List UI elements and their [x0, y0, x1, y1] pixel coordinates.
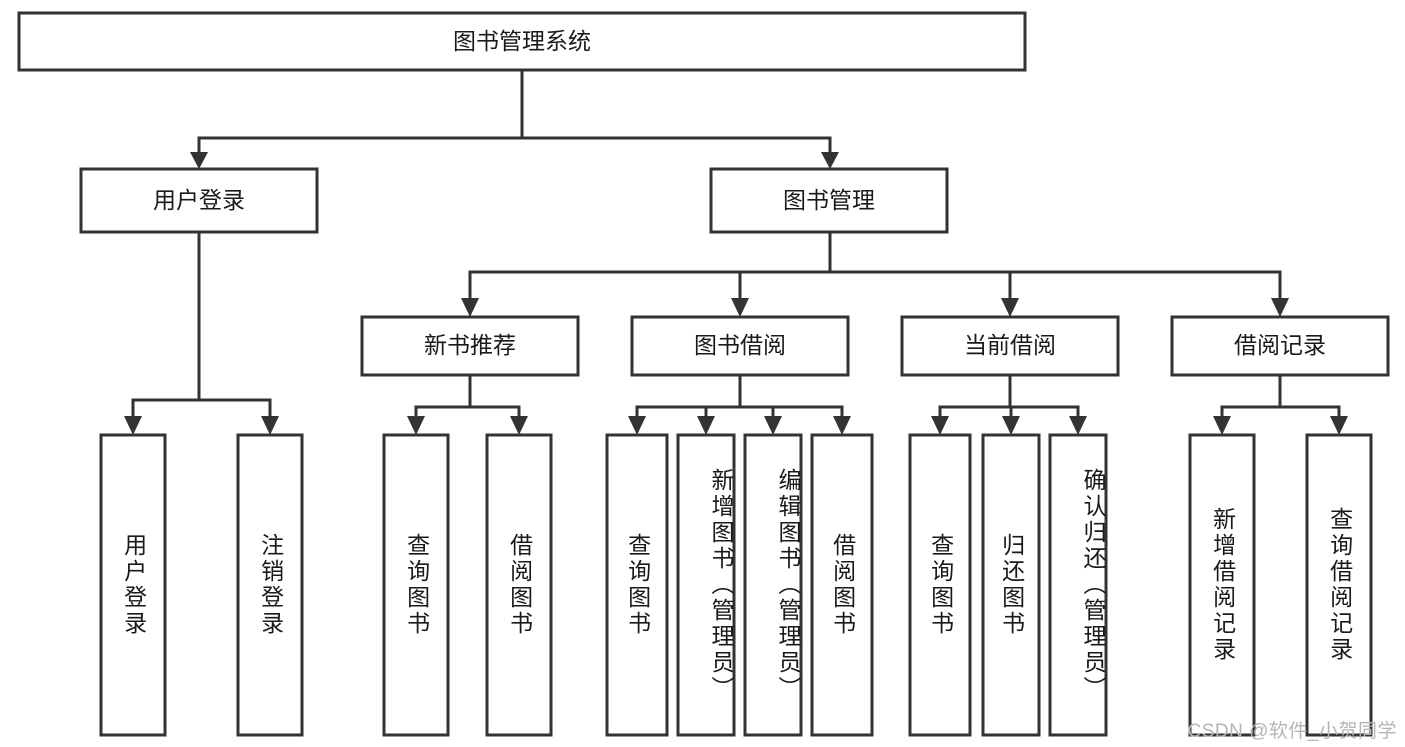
csdn-watermark: CSDN @软件_小贺同学	[1187, 721, 1397, 742]
arrow-head-book-management	[821, 152, 839, 169]
arrow-head-leaf-query-borrow-record	[1330, 416, 1348, 435]
node-borrow-record-box[interactable]	[1170, 315, 1390, 377]
node-book-management-box[interactable]	[709, 167, 949, 234]
node-book-borrow[interactable]: 图书借阅	[630, 315, 850, 377]
node-leaf-query-book-3-box[interactable]	[908, 433, 972, 737]
node-leaf-borrow-book-2-box[interactable]	[810, 433, 874, 737]
node-root-box[interactable]	[17, 11, 1027, 72]
node-leaf-query-book-2-box[interactable]	[605, 433, 669, 737]
node-layer: 图书管理系统 用户登录 图书管理 新书推荐 图书借阅 当前	[17, 11, 1390, 737]
node-book-management[interactable]: 图书管理	[709, 167, 949, 234]
node-leaf-borrow-book-1-box[interactable]	[485, 433, 553, 737]
arrow-head-book-borrow	[731, 298, 749, 317]
node-book-borrow-box[interactable]	[630, 315, 850, 377]
arrow-head-leaf-user-login	[124, 416, 142, 435]
node-root-label: 图书管理系统	[453, 28, 591, 54]
node-new-book-recommend-box[interactable]	[360, 315, 580, 377]
arrow-head-leaf-query-book-1	[407, 416, 425, 435]
arrow-head-borrow-record	[1271, 298, 1289, 317]
node-user-login-box[interactable]	[79, 167, 319, 234]
node-root[interactable]: 图书管理系统	[17, 11, 1027, 72]
arrow-head-leaf-edit-book-admin	[764, 416, 782, 435]
arrow-head-leaf-return-book	[1002, 416, 1020, 435]
node-leaf-return-book-box[interactable]	[981, 433, 1041, 737]
node-borrow-record[interactable]: 借阅记录	[1170, 315, 1390, 377]
node-new-book-recommend[interactable]: 新书推荐	[360, 315, 580, 377]
node-current-borrow-label: 当前借阅	[964, 332, 1056, 358]
node-borrow-record-label: 借阅记录	[1234, 332, 1326, 358]
node-leaf-user-login-box[interactable]	[99, 433, 167, 737]
node-new-book-recommend-label: 新书推荐	[424, 332, 516, 358]
node-leaf-confirm-return-admin-box[interactable]	[1048, 433, 1108, 737]
node-leaf-add-borrow-record-box[interactable]	[1188, 433, 1256, 737]
arrow-head-leaf-confirm-return-admin	[1069, 416, 1087, 435]
arrow-head-current-borrow	[1001, 298, 1019, 317]
connector-layer	[124, 68, 1348, 435]
node-leaf-query-borrow-record-box[interactable]	[1305, 433, 1373, 737]
node-user-login-label: 用户登录	[153, 187, 245, 213]
arrow-head-new-book-recommend	[461, 298, 479, 317]
arrow-head-leaf-logout-login	[261, 416, 279, 435]
arrow-head-leaf-borrow-book-2	[833, 416, 851, 435]
node-leaf-logout-login-box[interactable]	[236, 433, 304, 737]
arrow-head-leaf-add-borrow-record	[1213, 416, 1231, 435]
node-leaf-add-book-admin-box[interactable]	[676, 433, 736, 737]
arrow-head-leaf-borrow-book-1	[510, 416, 528, 435]
arrow-head-leaf-query-book-3	[931, 416, 949, 435]
arrow-head-user-login	[190, 152, 208, 169]
node-current-borrow[interactable]: 当前借阅	[900, 315, 1120, 377]
node-book-management-label: 图书管理	[783, 187, 875, 213]
node-current-borrow-box[interactable]	[900, 315, 1120, 377]
arrow-head-leaf-query-book-2	[628, 416, 646, 435]
node-leaf-edit-book-admin-box[interactable]	[743, 433, 803, 737]
node-user-login[interactable]: 用户登录	[79, 167, 319, 234]
node-leaf-query-book-1-box[interactable]	[382, 433, 450, 737]
node-book-borrow-label: 图书借阅	[694, 332, 786, 358]
arrow-head-leaf-add-book-admin	[697, 416, 715, 435]
